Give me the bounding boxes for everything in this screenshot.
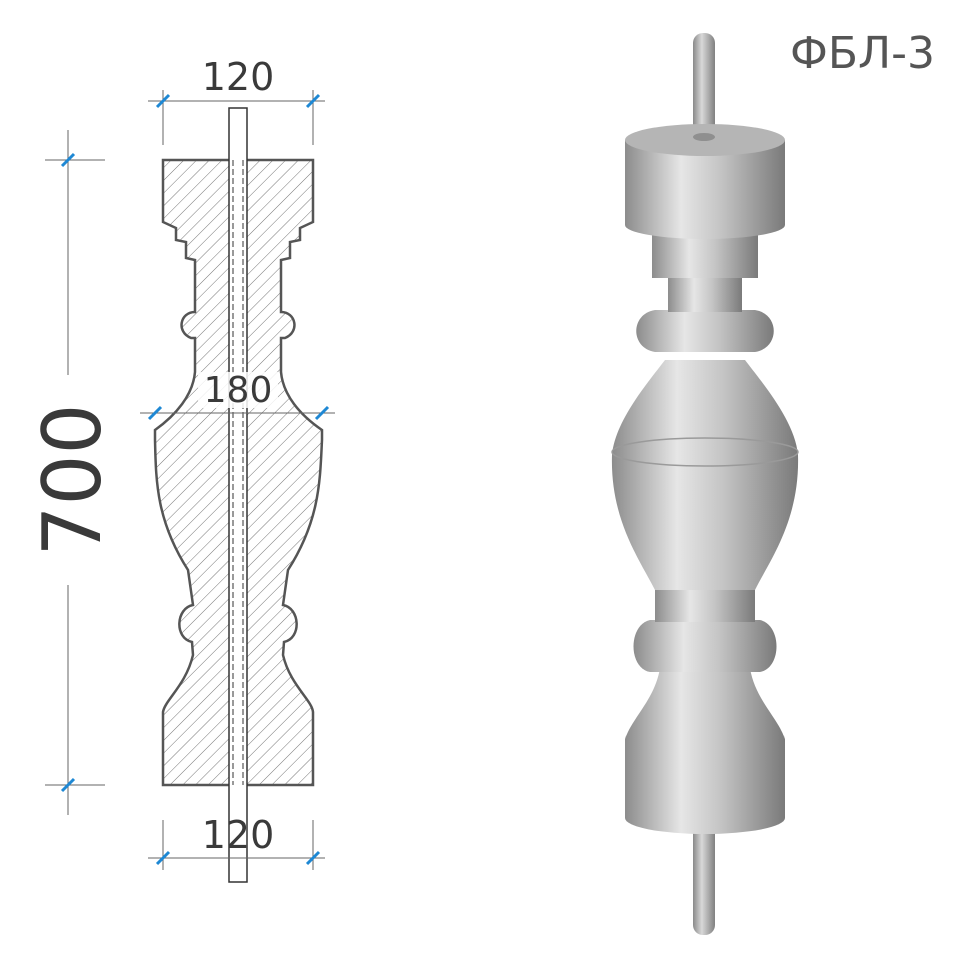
height-label: 700 [26,404,119,557]
section-profile [153,107,324,883]
bottom-width-label: 120 [202,813,275,857]
top-width-label: 120 [202,55,275,99]
rod-section [228,107,248,883]
rod-top [693,33,715,143]
dimension-lines [45,90,335,870]
baluster-3d [611,33,799,935]
product-code: ФБЛ-3 [790,28,935,79]
rod-bottom [693,820,715,935]
middle-width-label: 180 [204,370,273,411]
dimension-ticks [60,93,330,866]
